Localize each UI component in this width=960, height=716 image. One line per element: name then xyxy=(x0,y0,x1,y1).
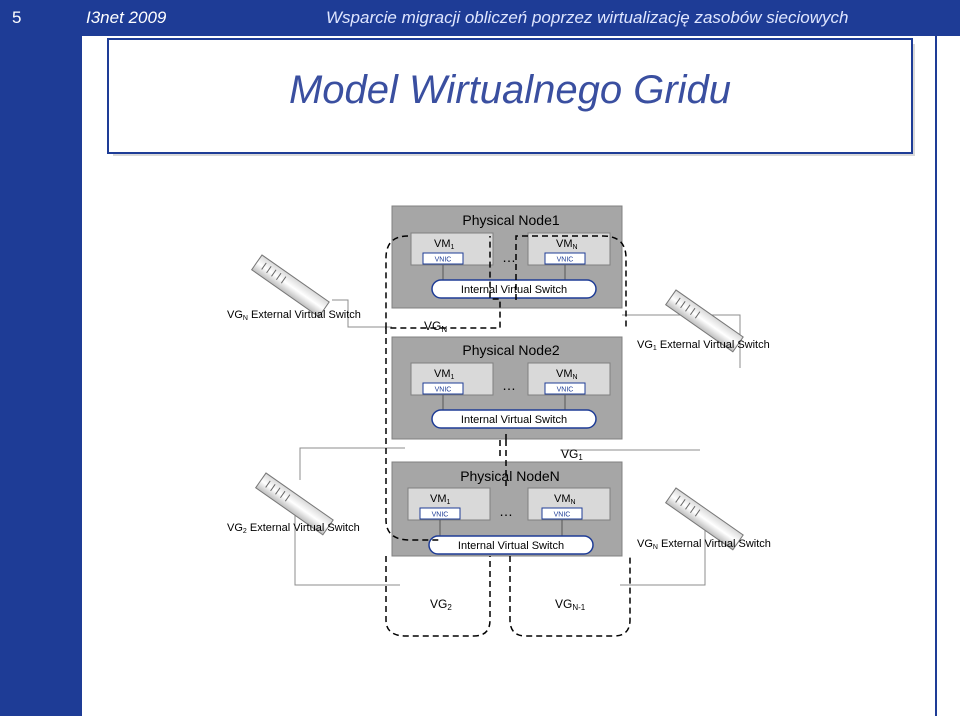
node-1-internal-switch xyxy=(431,279,597,299)
link-vg2-noden xyxy=(294,500,400,586)
external-switch-icon-vgn-top xyxy=(250,254,330,318)
external-switch-icon-vgn-bottom xyxy=(664,487,744,551)
link-vgn-noden xyxy=(620,520,706,586)
node-1-switch-label: Internal Virtual Switch xyxy=(461,284,567,296)
node-n-title: Physical NodeN xyxy=(460,468,560,484)
slide-title: Model Wirtualnego Gridu xyxy=(288,68,732,112)
vnic-label: VNIC xyxy=(435,257,452,264)
vg-label-n-1: VGN-1 xyxy=(555,597,586,612)
external-switch-icons xyxy=(250,254,744,551)
vnic-label: VNIC xyxy=(557,257,574,264)
node-2-vm-n-label: VMN xyxy=(556,368,578,381)
vg-label-2: VG2 xyxy=(430,597,452,612)
ext-switch-label-vgn-bottom: VGN External Virtual Switch xyxy=(637,538,771,551)
node-1-vm-n-vnic xyxy=(544,252,586,265)
node-2-internal-switch xyxy=(431,409,597,429)
slide-number: 5 xyxy=(12,8,22,27)
node-n-dots: … xyxy=(499,503,513,519)
node-n-vm-n-label: VMN xyxy=(554,493,576,506)
node-n-switch-label: Internal Virtual Switch xyxy=(458,540,564,552)
vg-n1-boundary xyxy=(509,556,631,637)
slide-header: 5 I3net 2009 Wsparcie migracji obliczeń … xyxy=(0,0,960,36)
node-1-vm-1-label: VM1 xyxy=(434,238,455,251)
link-vg1-node2 xyxy=(622,314,741,368)
vnic-label: VNIC xyxy=(557,387,574,394)
virtual-grid-boundaries xyxy=(385,235,631,637)
physical-links xyxy=(294,299,741,586)
node-2-dots: … xyxy=(502,377,516,393)
ext-switch-label-vgn-top: VGN External Virtual Switch xyxy=(227,309,361,322)
internal-switches xyxy=(428,279,597,555)
left-accent-bar xyxy=(0,36,82,716)
node-n-internal-switch xyxy=(428,535,594,555)
node-2-switch-label: Internal Virtual Switch xyxy=(461,414,567,426)
node-2-vm-n-vnic xyxy=(544,382,586,395)
right-accent-line xyxy=(935,36,937,716)
title-box: Model Wirtualnego Gridu xyxy=(107,38,913,154)
node-n-vm-1-label: VM1 xyxy=(430,493,451,506)
external-switch-icon-vg2 xyxy=(254,472,334,536)
node-n-vm-1-vnic xyxy=(419,507,461,520)
vg-label-1: VG1 xyxy=(561,447,583,462)
vg-n-boundary-upper xyxy=(385,235,501,329)
link-vgn-node2 xyxy=(332,299,392,328)
vnic-label: VNIC xyxy=(432,512,449,519)
node-2-vm-1-label: VM1 xyxy=(434,368,455,381)
vg-1-boundary-upper xyxy=(515,235,627,330)
node-1-vm-1-vnic xyxy=(422,252,464,265)
vg-2-boundary xyxy=(385,556,491,637)
external-switch-icon-vg1 xyxy=(664,289,744,353)
ext-switch-label-vg2: VG2 External Virtual Switch xyxy=(227,522,360,535)
conference-name: I3net 2009 xyxy=(86,8,167,27)
node-1-dots: … xyxy=(502,249,516,265)
node-n-vm-n-vnic xyxy=(541,507,583,520)
node-1-vm-n-label: VMN xyxy=(556,238,578,251)
node-1-title: Physical Node1 xyxy=(462,212,559,228)
vg-label-n: VGN xyxy=(424,319,447,334)
vg-n-boundary-left xyxy=(385,328,440,541)
vnic-label: VNIC xyxy=(435,387,452,394)
node-2-vm-1-vnic xyxy=(422,382,464,395)
link-vg2-node2 xyxy=(299,447,405,480)
node-2-title: Physical Node2 xyxy=(462,342,559,358)
presentation-topic: Wsparcie migracji obliczeń poprzez wirtu… xyxy=(326,8,849,27)
vnic-label: VNIC xyxy=(554,512,571,519)
ext-switch-label-vg1: VG1 External Virtual Switch xyxy=(637,339,770,352)
